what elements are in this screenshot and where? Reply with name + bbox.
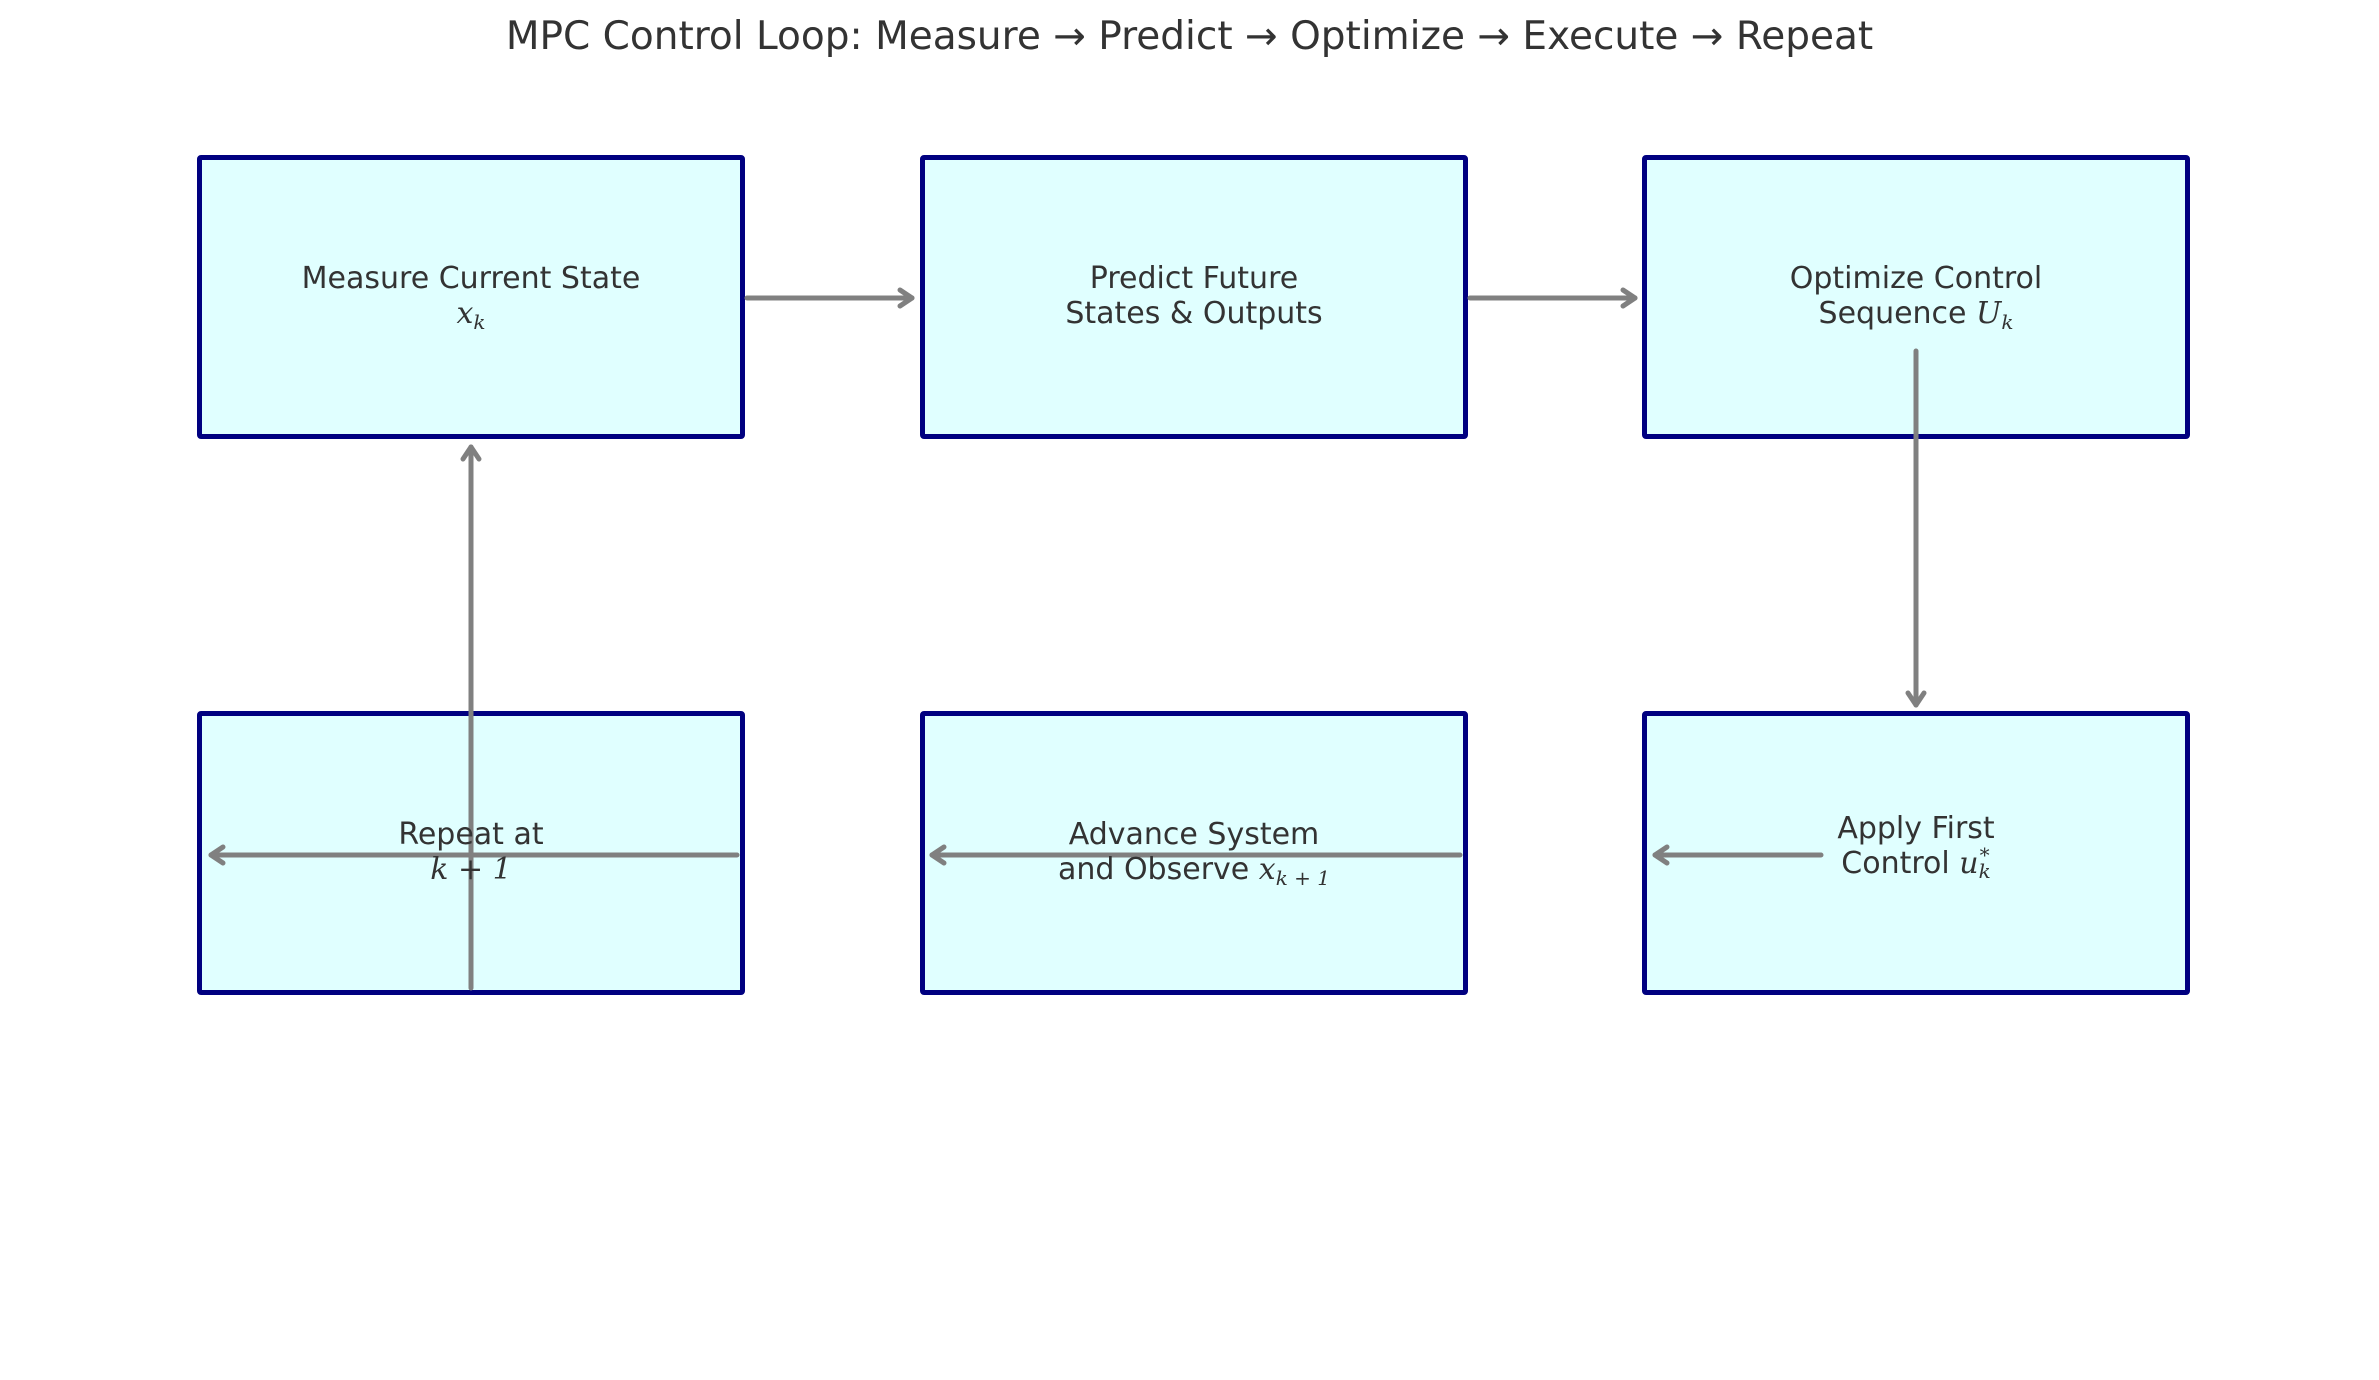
label-apply-line1: Apply First [1837, 811, 1995, 846]
label-optimize-prefix: Sequence [1818, 296, 1977, 331]
label-optimize: Optimize Control Sequence Uk [1606, 261, 2226, 334]
supsub: *k [1978, 842, 1991, 883]
node-measure-current-state [197, 155, 745, 439]
label-predict: Predict Future States & Outputs [884, 261, 1504, 331]
label-predict-line2: States & Outputs [1065, 296, 1323, 331]
sub-k-plus-1: k + 1 [1275, 866, 1331, 890]
label-advance: Advance System and Observe xk + 1 [884, 817, 1504, 890]
label-repeat-line2: k + 1 [430, 852, 512, 887]
label-repeat-line1: Repeat at [398, 817, 544, 852]
label-apply-prefix: Control [1841, 846, 1960, 881]
arrowhead-optimize-to-apply [1905, 690, 1927, 708]
sub-k: k [2001, 310, 2014, 334]
label-apply-line2: Control u*k [1606, 842, 2226, 883]
label-optimize-line1: Optimize Control [1789, 261, 2043, 296]
sub-k: k [1978, 858, 1991, 883]
node-predict-future-states [920, 155, 1468, 439]
arrowhead-repeat-to-measure [460, 444, 482, 462]
label-repeat: Repeat at k + 1 [161, 817, 781, 887]
var-U: U [1976, 296, 2002, 331]
sup-star: * [1979, 842, 1990, 867]
var-u: u [1959, 846, 1979, 881]
label-optimize-line2: Sequence Uk [1606, 296, 2226, 334]
label-advance-line1: Advance System [1068, 817, 1320, 852]
var-x: x [456, 296, 474, 331]
label-measure-line1: Measure Current State [301, 261, 641, 296]
label-advance-line2: and Observe xk + 1 [884, 852, 1504, 890]
sub-k: k [473, 310, 486, 334]
var-x: x [1258, 852, 1276, 887]
label-predict-line1: Predict Future [1089, 261, 1299, 296]
label-measure-line2: xk [161, 296, 781, 334]
label-advance-prefix: and Observe [1057, 852, 1259, 887]
diagram-title: MPC Control Loop: Measure → Predict → Op… [505, 14, 1874, 59]
label-measure: Measure Current State xk [161, 261, 781, 334]
label-apply: Apply First Control u*k [1606, 811, 2226, 881]
node-apply-first-control [1642, 711, 2190, 995]
